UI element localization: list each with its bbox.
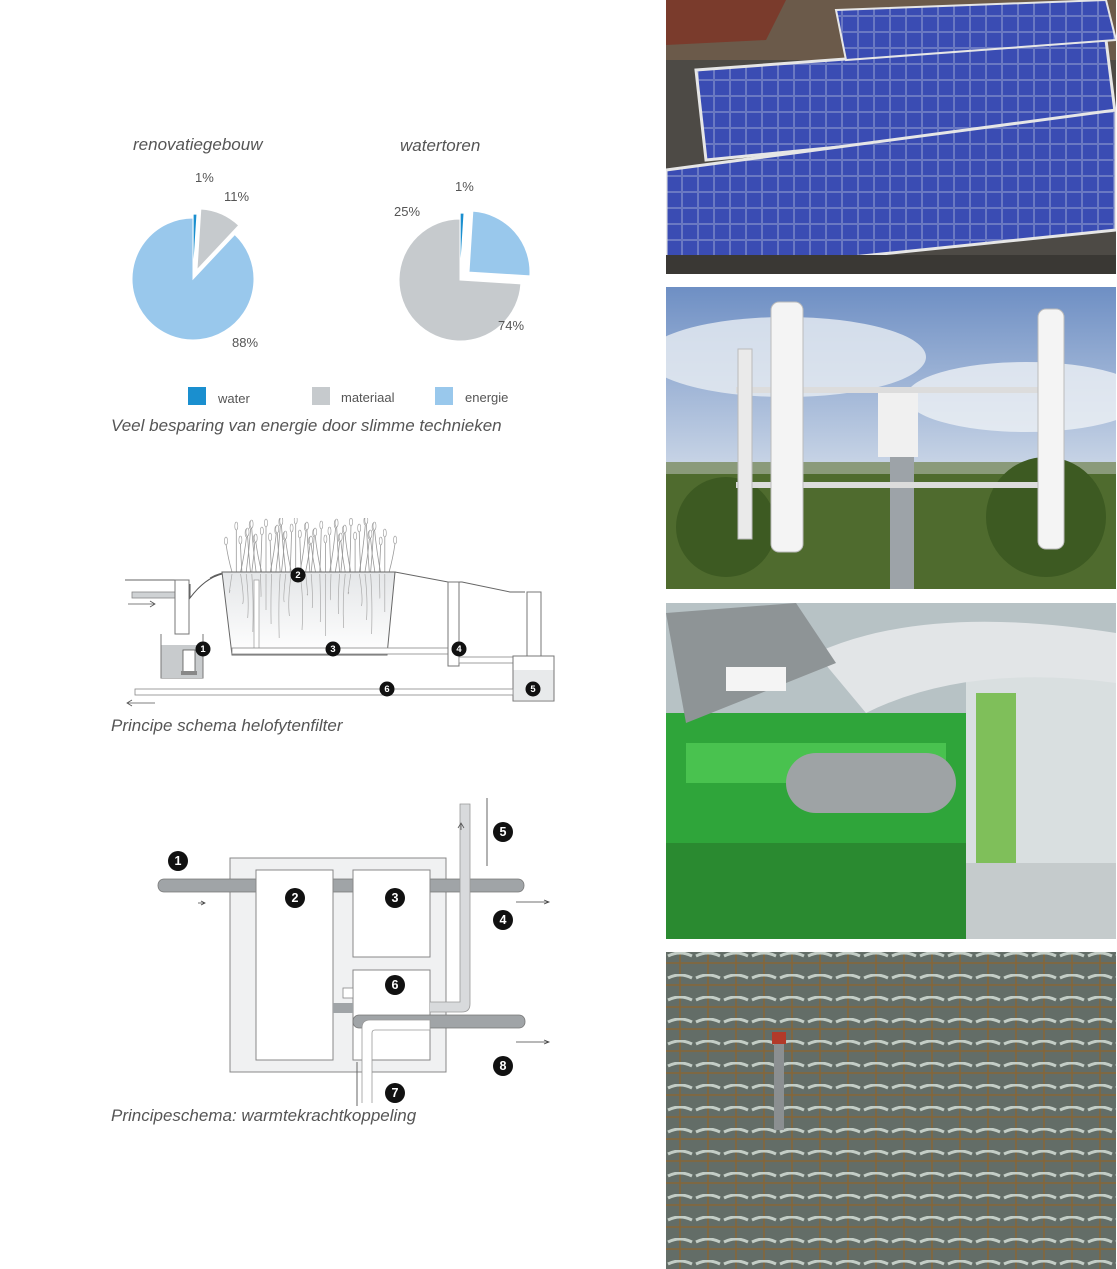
pie-charts xyxy=(131,208,531,342)
marker-circle-6 xyxy=(379,681,395,697)
marker-circle-3 xyxy=(385,888,405,908)
legend-label-materiaal: materiaal xyxy=(341,390,395,405)
marker-number-1: 1 xyxy=(200,643,205,654)
caption-warmtekrachtkoppeling: Principeschema: warmtekrachtkoppeling xyxy=(111,1106,417,1125)
helofytenfilter-markers: 1 2 3 4 5 6 xyxy=(195,567,541,697)
pie-label-energie-right: 25% xyxy=(394,204,421,219)
warmtekrachtkoppeling-diagram: 1 2 3 4 5 6 7 8 xyxy=(157,798,551,1106)
legend-swatch-water xyxy=(188,387,206,405)
marker-number-2: 2 xyxy=(295,569,300,580)
helofytenfilter-diagram: 1 2 3 4 5 6 xyxy=(125,518,555,707)
marker-circle-1 xyxy=(168,851,188,871)
caption-pies: Veel besparing van energie door slimme t… xyxy=(111,416,502,435)
pie-label-energie-left: 88% xyxy=(232,335,259,350)
pie-label-materiaal-right: 74% xyxy=(498,318,525,333)
warmtekrachtkoppeling-markers: 1 2 3 4 5 6 7 8 xyxy=(168,822,513,1103)
marker-circle-6 xyxy=(385,975,405,995)
marker-number-4: 4 xyxy=(456,643,462,654)
marker-circle-2 xyxy=(290,567,306,583)
marker-number-3: 3 xyxy=(330,643,335,654)
photo-wind-turbine xyxy=(666,287,1116,589)
photo-chp-engine xyxy=(666,603,1116,939)
marker-circle-5 xyxy=(525,681,541,697)
marker-number-6: 6 xyxy=(384,683,389,694)
marker-circle-4 xyxy=(451,641,467,657)
pie-slice-energie xyxy=(131,217,255,341)
marker-circle-7 xyxy=(385,1083,405,1103)
caption-helofytenfilter: Principe schema helofytenfilter xyxy=(111,716,343,735)
marker-number-8: 8 xyxy=(500,1059,507,1073)
pie-slice-energie xyxy=(468,210,531,277)
marker-number-3: 3 xyxy=(392,891,399,905)
pie-renovatiegebouw xyxy=(131,208,255,341)
marker-number-1: 1 xyxy=(175,854,182,868)
marker-circle-2 xyxy=(285,888,305,908)
marker-number-2: 2 xyxy=(292,891,299,905)
marker-circle-1 xyxy=(195,641,211,657)
marker-number-4: 4 xyxy=(500,913,507,927)
photo-solar-panels xyxy=(666,0,1116,274)
legend-swatch-materiaal xyxy=(312,387,330,405)
pie-watertoren xyxy=(398,210,531,342)
pie-label-water-right: 1% xyxy=(455,179,474,194)
marker-circle-4 xyxy=(493,910,513,930)
pie-slice-materiaal xyxy=(196,208,240,272)
pie-title-watertoren: watertoren xyxy=(400,136,481,155)
marker-number-6: 6 xyxy=(392,978,399,992)
marker-number-5: 5 xyxy=(500,825,507,839)
pie-slice-materiaal xyxy=(398,218,522,342)
pie-title-renovatiegebouw: renovatiegebouw xyxy=(133,135,263,154)
marker-circle-3 xyxy=(325,641,341,657)
marker-circle-5 xyxy=(493,822,513,842)
marker-circle-8 xyxy=(493,1056,513,1076)
legend-label-water: water xyxy=(218,391,250,406)
marker-number-7: 7 xyxy=(392,1086,399,1100)
pie-slice-water xyxy=(459,212,465,275)
pie-label-materiaal-left: 11% xyxy=(224,189,250,204)
photo-floor-heating xyxy=(666,952,1116,1269)
marker-number-5: 5 xyxy=(530,683,535,694)
legend-label-energie: energie xyxy=(465,390,509,405)
pie-slice-water xyxy=(192,213,198,276)
legend-swatch-energie xyxy=(435,387,453,405)
pie-label-water-left: 1% xyxy=(195,170,214,185)
